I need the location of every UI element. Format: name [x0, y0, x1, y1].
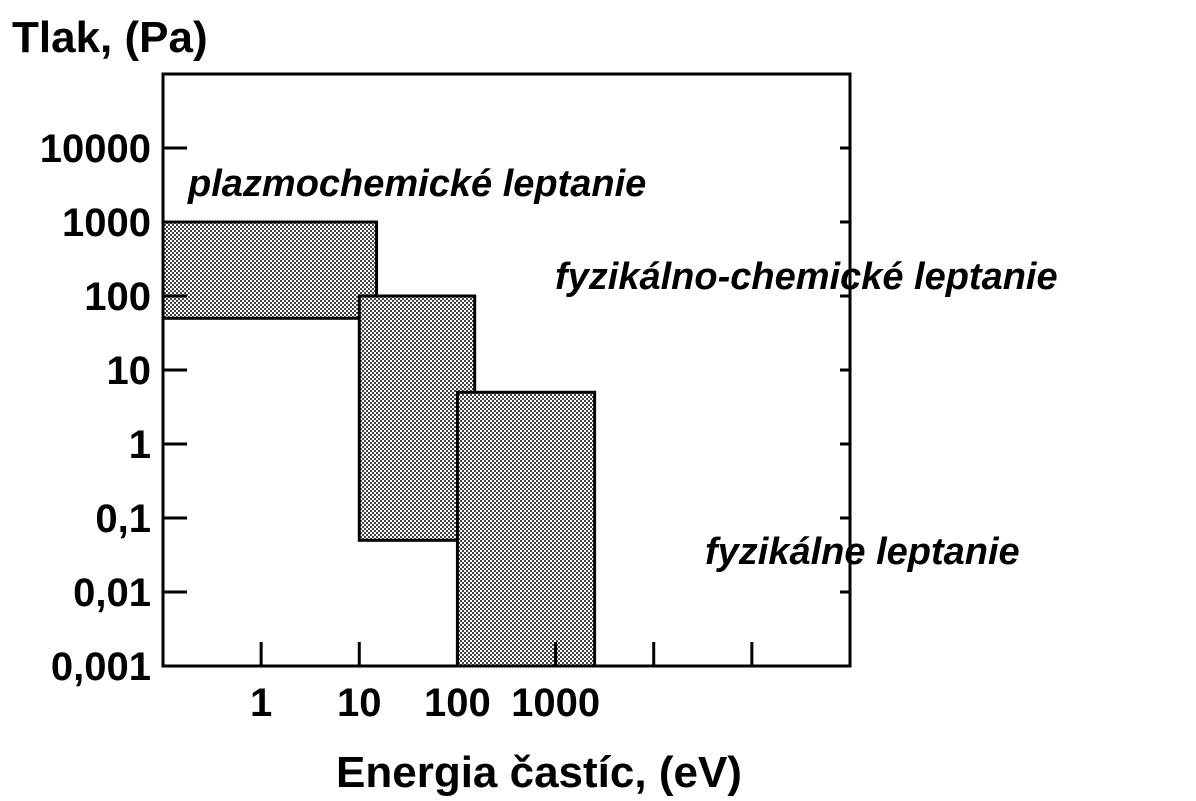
x-tick-label-2: 100	[424, 681, 491, 725]
regions-layer	[161, 220, 597, 668]
x-tick-label-3: 1000	[511, 681, 600, 725]
x-tick-label-0: 1	[250, 681, 272, 725]
x-axis-title: Energia častíc, (eV)	[336, 748, 742, 797]
region-0	[161, 220, 379, 320]
y-tick-label-6: 1000	[62, 201, 151, 245]
y-tick-label-1: 0,01	[73, 571, 151, 615]
x-tick-label-1: 10	[337, 681, 382, 725]
y-tick-label-0: 0,001	[51, 645, 151, 689]
y-tick-label-7: 10000	[40, 127, 151, 171]
region-label-1: fyzikálno-chemické leptanie	[555, 256, 1058, 298]
y-axis-title: Tlak, (Pa)	[12, 13, 208, 62]
y-tick-label-5: 100	[84, 275, 151, 319]
y-tick-label-2: 0,1	[95, 497, 151, 541]
region-1	[357, 294, 477, 542]
region-label-2: fyzikálne leptanie	[705, 531, 1020, 573]
y-tick-label-3: 1	[129, 423, 151, 467]
region-2	[455, 390, 597, 668]
ticks-layer	[163, 146, 850, 668]
region-label-0: plazmochemické leptanie	[187, 163, 646, 205]
y-tick-label-4: 10	[107, 349, 152, 393]
labels-layer: 0,001 0,01 0,1 1 10 100 1000 10000 1 10 100 1000 pla…	[40, 127, 1058, 725]
